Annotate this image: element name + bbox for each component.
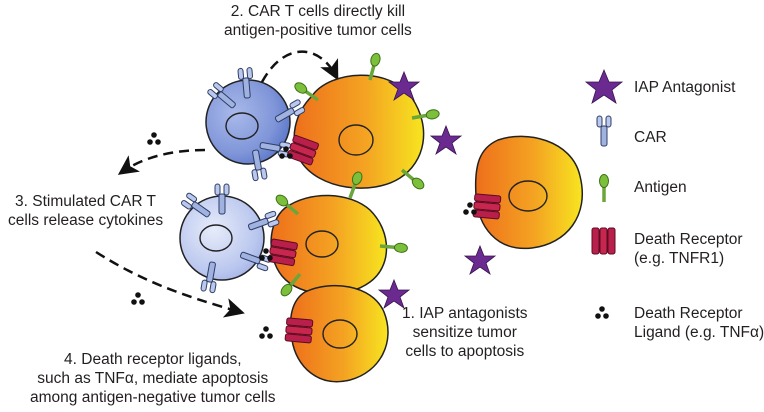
legend-iap-icon [584, 68, 624, 104]
step4-line3: among antigen-negative tumor cells [30, 389, 276, 406]
step4-line2: such as TNFα, mediate apoptosis [37, 370, 269, 387]
legend-antigen-label: Antigen [634, 179, 687, 196]
tumor-cell-right [474, 135, 583, 250]
step1-line2: sensitize tumor [412, 324, 517, 341]
iap-star-1 [387, 70, 421, 102]
legend-receptor-line1: Death Receptor [634, 231, 743, 248]
iap-star-3 [463, 244, 497, 276]
step2-label: 2. CAR T cells directly kill antigen-pos… [224, 2, 412, 40]
arrow-kill [260, 50, 339, 83]
legend-car-label: CAR [634, 129, 667, 146]
legend-receptor-icon [591, 227, 616, 255]
legend-ligand-label: Death Receptor Ligand (e.g. TNFα) [634, 304, 764, 342]
legend-receptor-label: Death Receptor (e.g. TNFR1) [634, 230, 743, 268]
tumor-cell-middle [270, 194, 388, 295]
step3-label: 3. Stimulated CAR T cells release cytoki… [8, 192, 163, 230]
step4-label: 4. Death receptor ligands, such as TNFα,… [30, 350, 276, 407]
step1-label: 1. IAP antagonists sensitize tumor cells… [402, 304, 528, 361]
diagram-canvas: 2. CAR T cells directly kill antigen-pos… [8, 2, 764, 407]
legend-ligand-line2: Ligand (e.g. TNFα) [634, 324, 764, 341]
step2-line1: 2. CAR T cells directly kill [230, 3, 406, 20]
iap-star-4 [377, 278, 411, 310]
legend-iap-label: IAP Antagonist [634, 79, 736, 96]
step4-line1: 4. Death receptor ligands, [64, 351, 242, 368]
step2-line2: antigen-positive tumor cells [224, 22, 412, 39]
legend-antigen-icon [597, 172, 611, 204]
step1-line1: 1. IAP antagonists [402, 305, 528, 322]
arrow-ligand [95, 250, 245, 318]
legend-car-icon [596, 115, 612, 147]
step3-line1: 3. Stimulated CAR T [15, 193, 157, 210]
legend-ligand-line1: Death Receptor [634, 305, 743, 322]
legend-ligand-icon [595, 306, 609, 319]
arrow-release [117, 148, 206, 175]
diagram-art [95, 50, 624, 383]
step3-line2: cells release cytokines [8, 212, 164, 229]
legend-receptor-line2: (e.g. TNFR1) [634, 250, 725, 267]
iap-star-2 [429, 124, 463, 156]
step1-line3: cells to apoptosis [405, 343, 525, 360]
